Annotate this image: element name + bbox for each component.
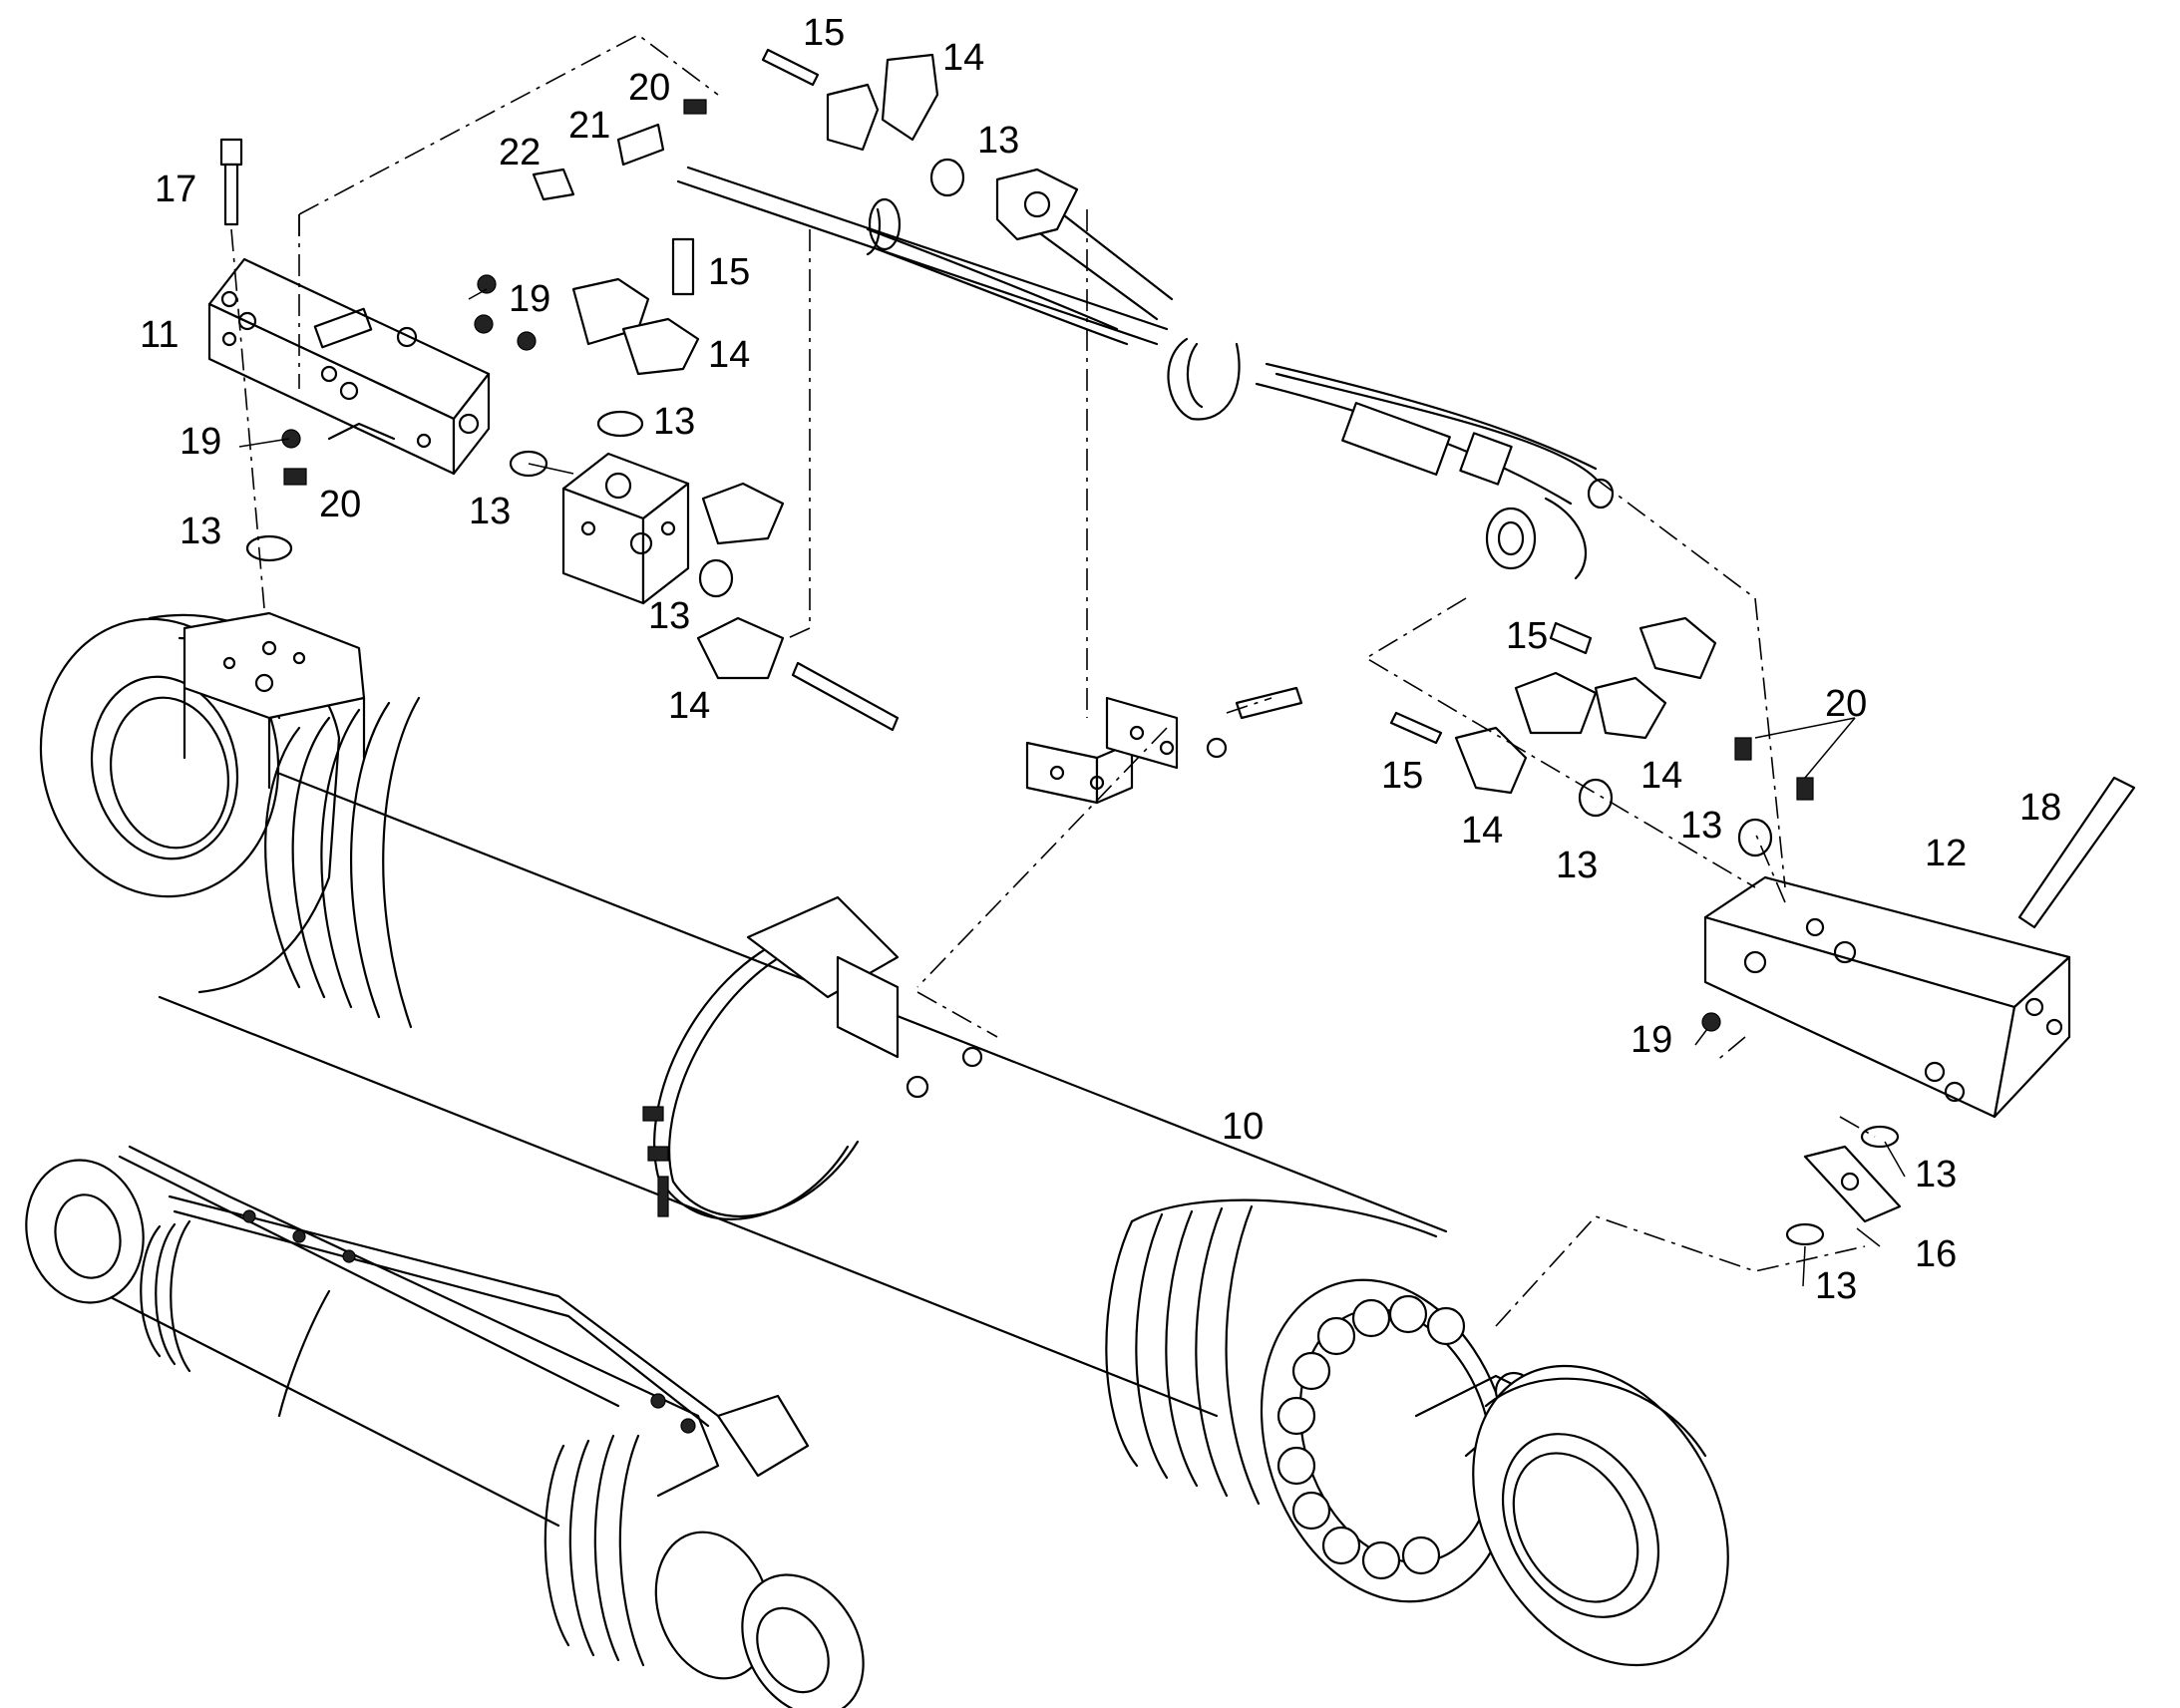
callout-12: 12 — [1925, 833, 1967, 874]
callout-18: 18 — [2019, 787, 2061, 829]
callout-13: 13 — [1815, 1265, 1857, 1307]
callout-19: 19 — [180, 421, 221, 463]
valve-block-upper — [207, 257, 491, 476]
callout-11: 11 — [140, 314, 179, 356]
valve-block-lower — [1703, 875, 2071, 1119]
callout-leaders — [238, 288, 1906, 1287]
callout-13: 13 — [648, 595, 690, 637]
part-callouts: 10 11 12 13 13 13 13 13 13 13 13 13 13 1… — [140, 12, 2061, 1307]
cylinder-mount-block — [182, 611, 366, 790]
fittings — [219, 48, 2136, 1246]
callout-22: 22 — [499, 132, 541, 173]
callout-13: 13 — [1556, 845, 1598, 886]
callout-19: 19 — [509, 278, 550, 320]
callout-21: 21 — [568, 105, 610, 147]
callout-15: 15 — [1506, 615, 1548, 657]
callout-16: 16 — [1915, 1233, 1957, 1275]
callout-20: 20 — [628, 67, 670, 109]
callout-15: 15 — [708, 251, 750, 293]
callout-14: 14 — [668, 685, 710, 727]
callout-13: 13 — [977, 120, 1019, 162]
callout-13: 13 — [1915, 1154, 1957, 1196]
callout-14: 14 — [1461, 810, 1503, 852]
callout-13: 13 — [469, 491, 511, 532]
callout-20: 20 — [319, 484, 361, 525]
hydraulic-hoses — [676, 166, 1615, 580]
flange-block — [561, 452, 690, 605]
callout-20: 20 — [1825, 683, 1867, 725]
callout-13: 13 — [1680, 805, 1722, 847]
callout-13: 13 — [180, 511, 221, 552]
assembly-guidelines — [230, 34, 1876, 1327]
callout-13: 13 — [653, 401, 695, 443]
callout-19: 19 — [1631, 1019, 1672, 1061]
callout-15: 15 — [803, 12, 845, 54]
callout-14: 14 — [1640, 755, 1682, 797]
cylinder-rod-eye — [1414, 1364, 1729, 1667]
callout-14: 14 — [942, 37, 984, 79]
callout-17: 17 — [155, 169, 196, 210]
callout-14: 14 — [708, 334, 750, 376]
assembled-inset-view — [25, 1145, 865, 1708]
callout-10: 10 — [1222, 1106, 1264, 1148]
barrel-rings — [264, 696, 421, 1029]
band-clamp — [642, 895, 900, 1220]
callout-15: 15 — [1381, 755, 1423, 797]
hydraulic-cylinder — [39, 611, 1729, 1667]
mounting-bracket — [1025, 696, 1179, 805]
